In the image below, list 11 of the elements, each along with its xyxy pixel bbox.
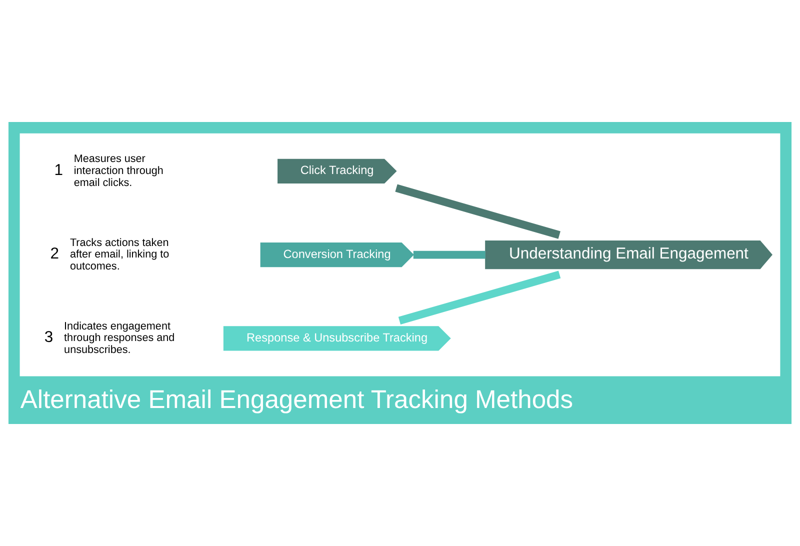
cluster bbox=[20, 133, 780, 376]
diagram-title: Alternative Email Engagement Tracking Methods bbox=[20, 386, 574, 414]
connector bbox=[413, 250, 486, 259]
node-label: 1 bbox=[54, 162, 63, 179]
node-label: Tracks actions taken after email, linking to outcomes. bbox=[70, 236, 170, 272]
node-label: Measures user interaction through email clicks. bbox=[74, 153, 164, 189]
node-label: 3 bbox=[44, 329, 54, 346]
connector bbox=[395, 184, 560, 239]
node-label: 2 bbox=[50, 246, 60, 263]
connector bbox=[398, 270, 561, 324]
node-label: Indicates engagement through responses and unsubscribes. bbox=[64, 320, 175, 356]
